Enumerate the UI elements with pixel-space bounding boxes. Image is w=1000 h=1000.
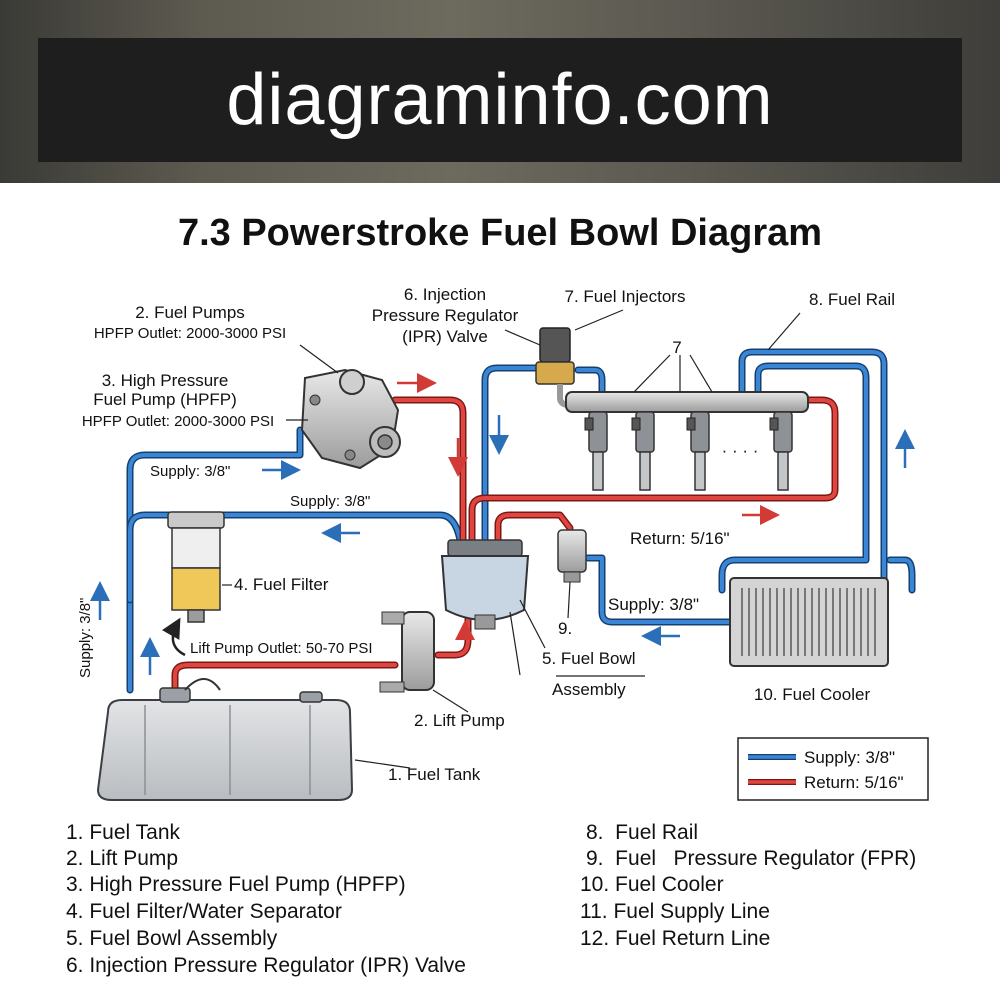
fuel-cooler — [729, 577, 889, 667]
label-hpfp-line1: 3. High Pressure — [102, 371, 229, 390]
label-fuel-cooler: 10. Fuel Cooler — [754, 685, 871, 704]
component-list: 1. Fuel Tank 2. Lift Pump 3. High Pressu… — [66, 820, 966, 995]
legend-return: Return: 5/16" — [804, 773, 904, 792]
label-injector-dots: · · · · — [722, 441, 759, 460]
line-legend: Supply: 3/8" Return: 5/16" — [737, 737, 929, 801]
return-bowl-to-fpr — [494, 511, 574, 544]
label-lift-pump-outlet: Lift Pump Outlet: 50-70 PSI — [190, 640, 373, 657]
list-item-right-10: 10. Fuel Cooler — [580, 873, 724, 896]
supply-cooler-right — [886, 556, 916, 594]
injector-4 — [769, 411, 793, 491]
label-fpr-num: 9. — [558, 619, 572, 638]
list-item-left-1: 1. Fuel Tank — [66, 821, 181, 844]
injector-2 — [631, 411, 655, 491]
list-item-right-11: 11. Fuel Supply Line — [580, 900, 770, 923]
label-hpfp-outlet-1: HPFP Outlet: 2000-3000 PSI — [94, 325, 286, 342]
supply-rail-to-cooler-2 — [718, 362, 870, 594]
return-rail-to-bowl — [468, 396, 839, 544]
banner-box — [38, 38, 962, 162]
component-labels: 2. Fuel Pumps HPFP Outlet: 2000-3000 PSI… — [77, 285, 895, 784]
fpr-regulator — [557, 529, 587, 583]
fuel-filter — [167, 511, 225, 623]
arrow-lift-outlet — [161, 617, 186, 657]
label-lift-pump: 2. Lift Pump — [414, 711, 505, 730]
label-hpfp-outlet-2: HPFP Outlet: 2000-3000 PSI — [82, 413, 274, 430]
fuel-bowl — [440, 539, 530, 630]
list-item-left-5: 5. Fuel Bowl Assembly — [66, 927, 278, 950]
list-item-right-9: 9. Fuel Pressure Regulator (FPR) — [586, 847, 917, 870]
legend-supply: Supply: 3/8" — [804, 748, 895, 767]
diagram-title: 7.3 Powerstroke Fuel Bowl Diagram — [177, 212, 823, 254]
list-item-left-4: 4. Fuel Filter/Water Separator — [66, 900, 342, 923]
label-supply-left: Supply: 3/8" — [77, 598, 94, 678]
label-injectors: 7. Fuel Injectors — [565, 287, 686, 306]
supply-fpr-to-cooler — [584, 554, 734, 626]
site-name: diagraminfo.com — [226, 60, 774, 140]
label-hpfp-line2: Fuel Pump (HPFP) — [93, 390, 237, 409]
label-fuel-tank: 1. Fuel Tank — [388, 765, 481, 784]
return-hpfp-to-bowl — [391, 396, 467, 544]
list-item-left-2: 2. Lift Pump — [66, 847, 179, 870]
label-supply-top: Supply: 3/8" — [150, 463, 230, 480]
leader-lines — [222, 309, 801, 769]
label-fuel-filter: 4. Fuel Filter — [234, 575, 329, 594]
supply-tank-to-hpfp — [126, 426, 304, 694]
supply-lines — [126, 348, 916, 694]
injector-1 — [584, 411, 608, 491]
label-bowl-line2: Assembly — [552, 680, 626, 699]
flow-arrows — [90, 373, 915, 675]
supply-bowl-to-ipr — [481, 364, 552, 544]
label-ipr-line2: Pressure Regulator — [372, 306, 519, 325]
injector-3 — [686, 411, 710, 491]
fuel-tank — [96, 678, 354, 801]
fuel-rail — [565, 391, 809, 413]
ipr-valve — [535, 327, 575, 408]
list-item-left-3: 3. High Pressure Fuel Pump (HPFP) — [66, 873, 406, 896]
label-ipr-line3: (IPR) Valve — [402, 327, 488, 346]
label-ipr-line1: 6. Injection — [404, 285, 486, 304]
fuel-injectors — [584, 411, 793, 491]
hpfp-pump — [300, 368, 401, 470]
label-supply-right: Supply: 3/8" — [608, 595, 699, 614]
list-item-left-6: 6. Injection Pressure Regulator (IPR) Va… — [66, 954, 466, 977]
supply-ipr-to-rail — [574, 366, 606, 396]
return-liftpump-to-bowl — [171, 611, 472, 694]
supply-rail-to-cooler — [738, 348, 888, 594]
list-item-right-8: 8. Fuel Rail — [586, 821, 699, 844]
label-return-mid: Return: 5/16" — [630, 529, 730, 548]
supply-filter-to-bowl — [126, 511, 464, 604]
label-fuel-rail: 8. Fuel Rail — [809, 290, 895, 309]
label-fuel-pumps: 2. Fuel Pumps — [135, 303, 245, 322]
lift-pump — [379, 611, 435, 693]
label-supply-mid: Supply: 3/8" — [290, 493, 370, 510]
label-bowl-line1: 5. Fuel Bowl — [542, 649, 636, 668]
return-lines — [171, 396, 839, 694]
list-item-right-12: 12. Fuel Return Line — [580, 927, 771, 950]
label-injectors-num: 7 — [672, 338, 681, 357]
